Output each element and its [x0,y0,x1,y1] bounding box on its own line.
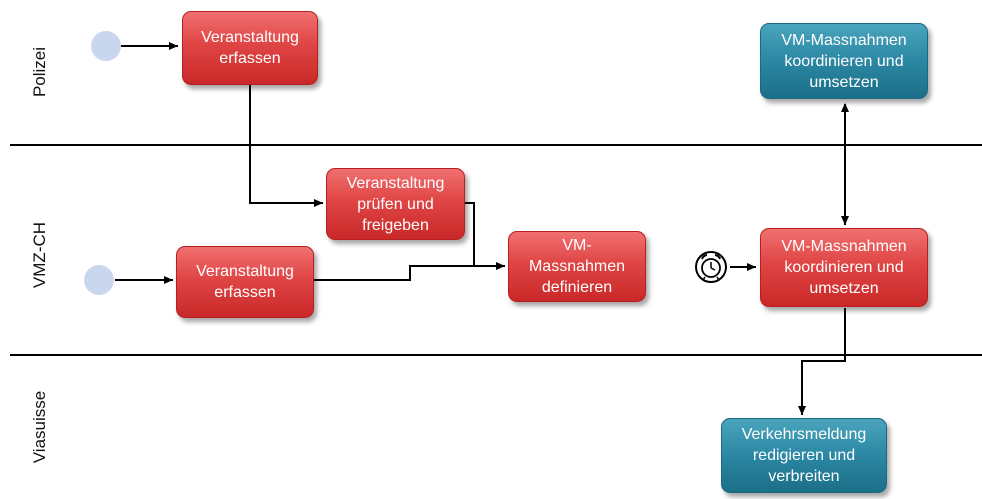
start-event-polizei [91,31,121,61]
task-label: Veranstaltung erfassen [201,29,299,67]
task-polizei-veranstaltung-erfassen[interactable]: Veranstaltung erfassen [182,11,318,85]
task-vmz-vm-massnahmen-definieren[interactable]: VM- Massnahmen definieren [508,231,646,302]
flow-vmz-erfassen-to-definieren [314,262,505,281]
flow-koordinieren-to-verkehrsmeldung [798,308,846,415]
task-vmz-veranstaltung-pruefen[interactable]: Veranstaltung prüfen und freigeben [326,168,465,240]
task-label: VM-Massnahmen koordinieren und umsetzen [781,31,907,91]
task-label: Veranstaltung erfassen [196,263,294,301]
start-event-vmz [84,265,114,295]
task-vmz-veranstaltung-erfassen[interactable]: Veranstaltung erfassen [176,246,314,318]
task-label: Verkehrsmeldung redigieren und verbreite… [741,426,867,485]
flow-polizei-to-pruefen [249,85,323,207]
task-vmz-vm-massnahmen-koordinieren[interactable]: VM-Massnahmen koordinieren und umsetzen [760,228,928,307]
flow-pruefen-to-definieren [465,202,505,267]
task-label: VM- Massnahmen definieren [528,237,626,296]
alarm-clock-icon [695,251,727,283]
task-label: Veranstaltung prüfen und freigeben [346,174,445,234]
task-polizei-vm-massnahmen-koordinieren[interactable]: VM-Massnahmen koordinieren und umsetzen [760,23,928,99]
task-viasuisse-verkehrsmeldung[interactable]: Verkehrsmeldung redigieren und verbreite… [721,418,887,493]
task-label: VM-Massnahmen koordinieren und umsetzen [781,238,907,297]
